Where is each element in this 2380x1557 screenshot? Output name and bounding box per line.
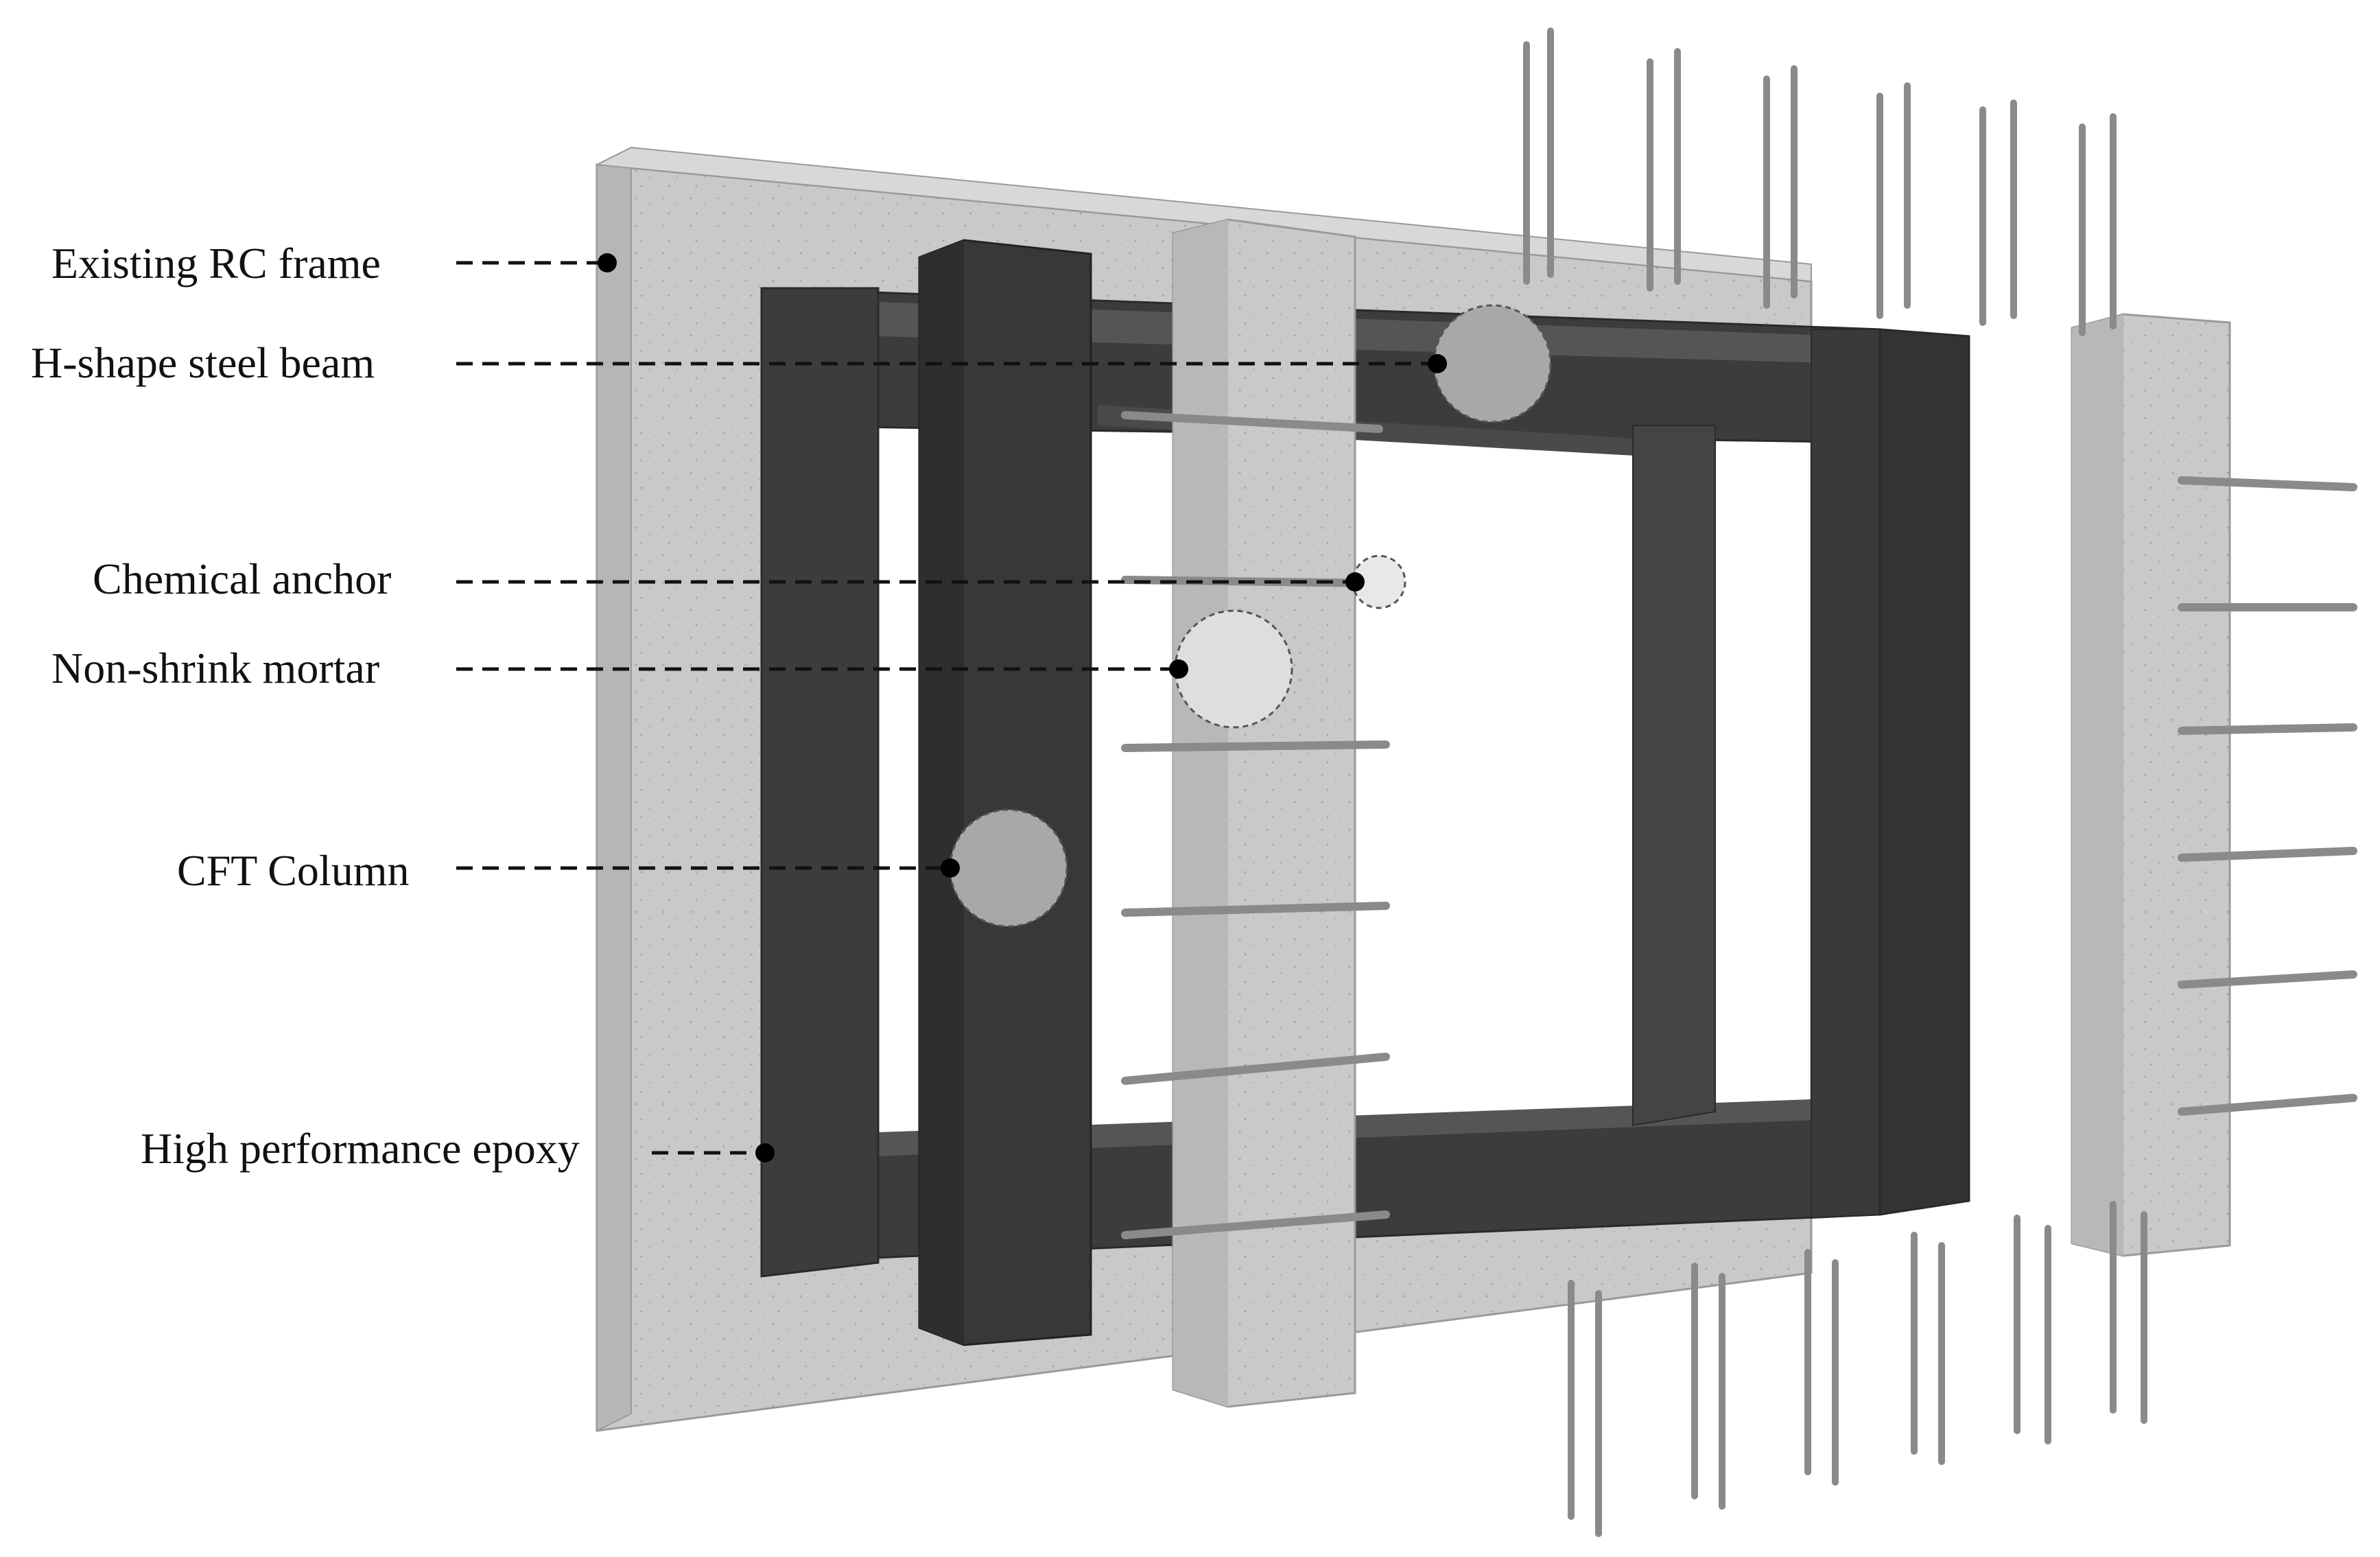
callout-existing-rc-frame: Existing RC frame: [51, 239, 617, 288]
beam-highlight: [1433, 304, 1552, 423]
leader-dot: [941, 858, 960, 878]
label-high-performance-epoxy: High performance epoxy: [141, 1124, 580, 1173]
cft-column: [918, 239, 1092, 1346]
leader-dot: [598, 253, 617, 272]
callout-cft-column: CFT Column: [177, 846, 960, 895]
leader-dot: [1428, 354, 1447, 373]
leader-dot: [1345, 572, 1365, 592]
label-non-shrink-mortar: Non-shrink mortar: [51, 644, 379, 692]
vertical-anchors-bottom: [1568, 1201, 2147, 1537]
leader-dot: [1169, 659, 1188, 679]
highlight-circles: [949, 304, 1552, 928]
mortar-highlight: [1174, 609, 1293, 729]
callout-chemical-anchor: Chemical anchor: [93, 554, 1365, 603]
callout-high-performance-epoxy: High performance epoxy: [141, 1124, 775, 1173]
horizontal-anchors: [1121, 411, 2357, 1239]
vertical-anchors-top: [1523, 27, 2117, 336]
label-cft-column: CFT Column: [177, 846, 409, 895]
label-h-shape-steel-beam: H-shape steel beam: [31, 338, 375, 387]
callout-non-shrink-mortar: Non-shrink mortar: [51, 644, 1188, 692]
callout-h-shape-steel-beam: H-shape steel beam: [31, 338, 1447, 387]
detached-mortar-column: [2071, 313, 2231, 1257]
non-shrink-mortar-column: [1172, 218, 1356, 1408]
column-highlight: [949, 808, 1068, 928]
label-existing-rc-frame: Existing RC frame: [51, 239, 381, 288]
label-chemical-anchor: Chemical anchor: [93, 554, 391, 603]
leader-dot: [755, 1143, 775, 1162]
